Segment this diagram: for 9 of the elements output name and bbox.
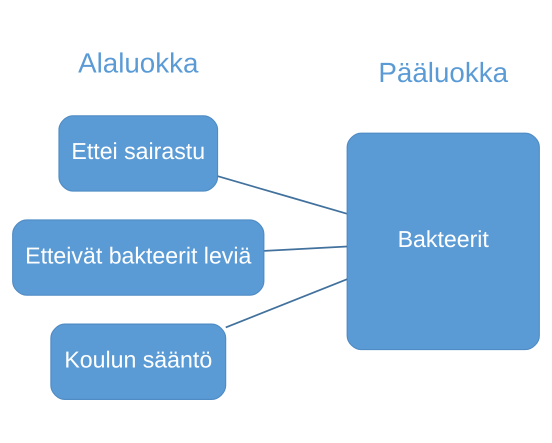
connector (218, 174, 348, 214)
node-box: Bakteerit (346, 132, 540, 350)
connector (225, 278, 348, 328)
label: Alaluokka (78, 47, 198, 78)
node-box: Koulun sääntö (50, 323, 226, 400)
connector (264, 245, 348, 252)
node-box: Etteivät bakteerit leviä (12, 218, 264, 296)
label: Pääluokka (378, 56, 508, 88)
node-box: Ettei sairastu (58, 114, 218, 192)
